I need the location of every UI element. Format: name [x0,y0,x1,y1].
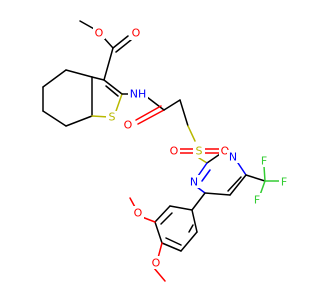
bond [197,162,208,177]
ester-ether-oxygen-label: O [132,27,141,40]
bond [91,76,105,81]
bond [180,231,198,252]
bond [154,221,163,244]
bond [227,176,242,192]
bond [103,79,123,95]
bond [141,216,156,223]
bond [42,110,67,127]
bond [103,47,114,81]
bond [245,174,266,182]
bond [65,115,93,127]
bond [187,125,196,142]
bond [157,242,163,259]
sulfonyl-oxygen-right-label: O [221,145,230,158]
atom-label-layer: O O NH O S S O O N N F F F [93,26,290,270]
ester-carbonyl-oxygen-label: O [95,27,104,40]
thiophene-sulfur-label: S [109,111,116,124]
bond [204,192,231,196]
sulfonyl-sulfur-label: S [196,145,203,158]
bond [65,69,93,78]
bond [229,174,247,196]
molecule-diagram: O O NH O S S O O N N F F F [42,20,290,282]
sulfonyl-oxygen-left-label: O [170,145,179,158]
bond [146,96,165,111]
bond [198,157,208,164]
bond [165,237,182,246]
bond [161,242,182,252]
bond [169,205,193,211]
structure-canvas: O O NH O S S O O N N F F F [42,20,290,282]
bond [137,109,165,125]
bond [153,267,166,282]
bond [259,180,266,196]
bond [154,205,171,223]
pyrimidine-nitrogen-bottom-label: N [190,176,198,189]
fluorine-top-label: F [261,155,267,168]
bond [188,224,194,233]
bond [163,99,181,111]
bond [191,209,198,233]
bond [135,105,162,121]
bond [191,192,206,211]
fluorine-right-label: F [281,176,287,189]
bond [114,93,123,115]
methoxy-oxygen-lower-label: O [152,257,161,270]
bond-layer [42,20,280,282]
bond [112,35,129,49]
bond [42,69,67,88]
pyrimidine-nitrogen-top-label: N [229,151,237,164]
fluorine-bottom-label: F [254,194,260,207]
amide-oxygen-label: O [124,119,133,132]
bond [263,165,266,182]
bond [115,39,132,53]
methoxy-oxygen-upper-label: O [134,207,143,220]
amide-nitrogen-label: NH [130,88,147,101]
bond [160,212,173,225]
bond [105,85,119,97]
bond [201,169,211,182]
bond [103,37,114,49]
bond [179,99,189,127]
